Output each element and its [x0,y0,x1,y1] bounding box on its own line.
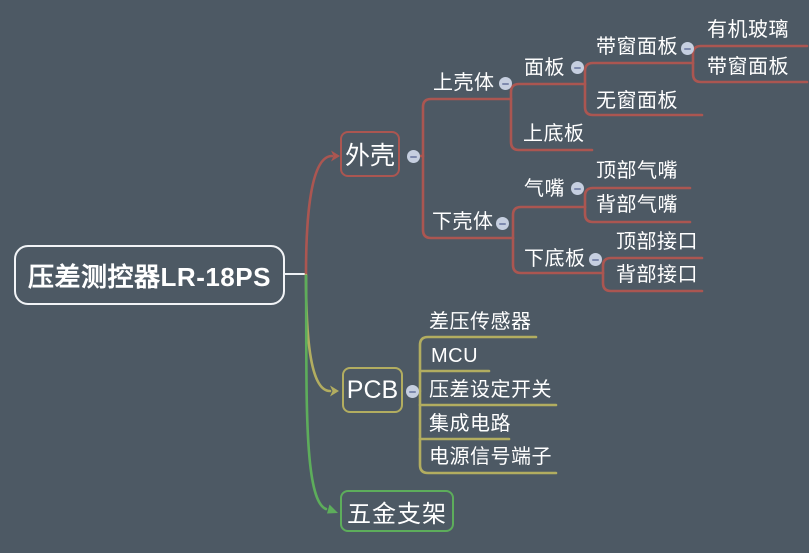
topic-acrylic-glass[interactable]: 有机玻璃 [707,19,789,41]
root-topic[interactable]: 压差测控器LR-18PS [14,245,285,305]
minus-icon [502,82,509,85]
topic-panel[interactable]: 面板 [524,57,565,79]
minus-icon [592,258,599,261]
topic-integrated-circuit[interactable]: 集成电路 [429,413,511,435]
arrowhead-bracket [327,504,338,514]
topic-air-nozzle[interactable]: 气嘴 [524,178,565,200]
minus-icon [684,47,691,50]
topic-power-signal-terminal[interactable]: 电源信号端子 [429,446,552,468]
topic-pressure-setting-switch[interactable]: 压差设定开关 [429,379,552,401]
collapse-toggle-panel[interactable] [571,61,584,74]
arrowhead-pcb [330,385,339,397]
collapse-toggle-lower-base-plate[interactable] [589,253,602,266]
topic-windowed-panel-leaf[interactable]: 带窗面板 [707,56,789,78]
topic-back-nozzle[interactable]: 背部气嘴 [596,194,678,216]
topic-pcb[interactable]: PCB [342,367,403,413]
arrowhead-enclosure [331,150,340,162]
topic-upper-base-plate[interactable]: 上底板 [523,123,585,145]
minus-icon [574,66,581,69]
collapse-toggle-air-nozzle[interactable] [571,182,584,195]
collapse-toggle-enclosure[interactable] [407,150,420,163]
minus-icon [574,187,581,190]
collapse-toggle-pcb[interactable] [406,385,419,398]
branch-lines-pcb [304,273,558,475]
minus-icon [410,155,417,158]
topic-top-port[interactable]: 顶部接口 [616,231,698,253]
topic-back-port[interactable]: 背部接口 [616,264,698,286]
topic-metal-bracket[interactable]: 五金支架 [340,490,454,532]
topic-lower-base-plate[interactable]: 下底板 [524,248,586,270]
topic-differential-pressure-sensor[interactable]: 差压传感器 [429,311,532,333]
topic-mcu[interactable]: MCU [431,345,479,367]
collapse-toggle-lower-shell[interactable] [496,217,509,230]
minus-icon [409,390,416,393]
minus-icon [499,222,506,225]
branch-lines-bracket [304,274,328,511]
topic-top-nozzle[interactable]: 顶部气嘴 [596,160,678,182]
collapse-toggle-upper-shell[interactable] [499,77,512,90]
topic-windowed-panel[interactable]: 带窗面板 [596,36,678,58]
topic-upper-shell[interactable]: 上壳体 [433,72,495,94]
topic-lower-shell[interactable]: 下壳体 [432,211,494,233]
topic-enclosure[interactable]: 外壳 [340,131,400,177]
branch-lines-enclosure [304,44,809,293]
collapse-toggle-windowed-panel[interactable] [681,42,694,55]
topic-windowless-panel[interactable]: 无窗面板 [596,90,678,112]
